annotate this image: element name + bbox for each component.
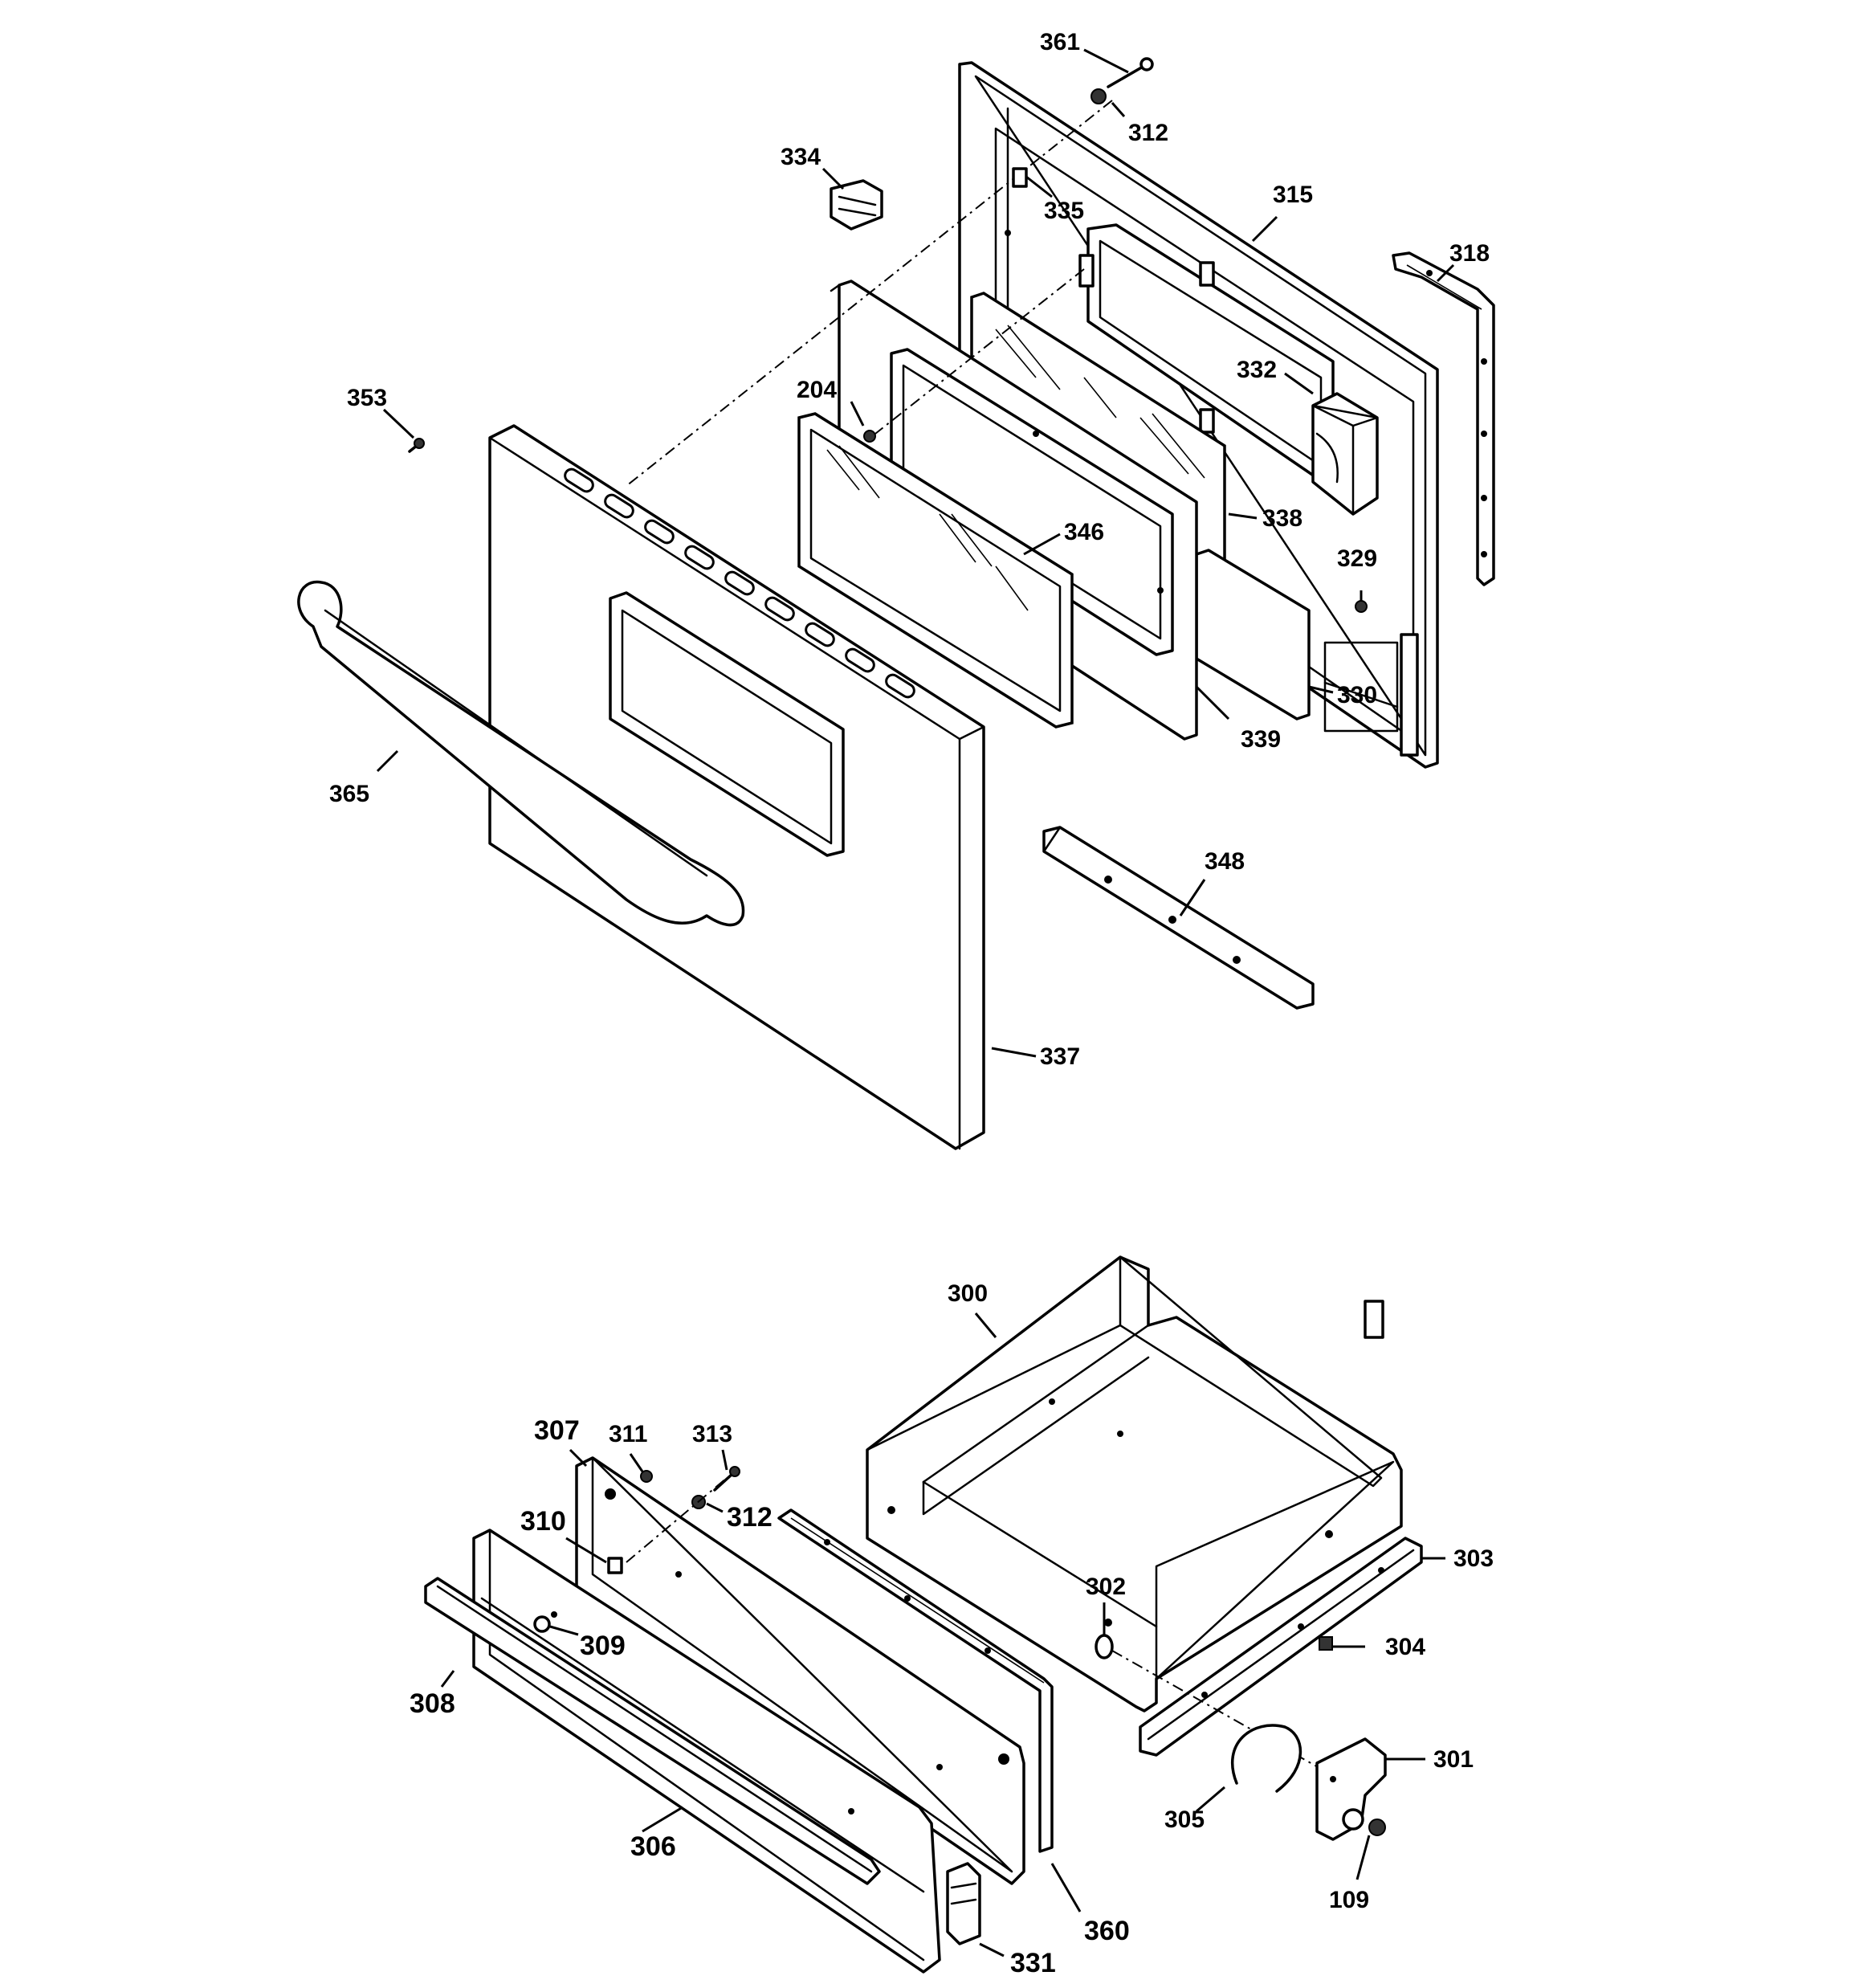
vent-slots <box>564 467 915 699</box>
clip-335 <box>1012 167 1028 188</box>
callout-306: 306 <box>630 1831 676 1862</box>
screw-204 <box>863 430 876 443</box>
callout-313: 313 <box>692 1421 732 1447</box>
callout-302: 302 <box>1086 1574 1126 1600</box>
callout-304: 304 <box>1385 1634 1425 1660</box>
roller-bracket-301 <box>1315 1737 1387 1841</box>
callout-labels: 361 312 334 335 315 318 332 353 204 346 … <box>329 29 1494 1978</box>
callout-338: 338 <box>1262 505 1302 532</box>
callout-312-lower: 312 <box>727 1502 773 1533</box>
callout-360: 360 <box>1084 1916 1130 1946</box>
clip-304 <box>1319 1636 1333 1651</box>
callout-334: 334 <box>781 144 821 170</box>
screw-329 <box>1355 600 1368 613</box>
callout-335: 335 <box>1044 198 1084 224</box>
wire-spring-305 <box>1231 1724 1302 1793</box>
callout-337: 337 <box>1040 1043 1080 1070</box>
door-inner-liner-315 <box>958 61 1439 769</box>
fastener-309 <box>533 1615 551 1633</box>
callout-331: 331 <box>1010 1948 1056 1978</box>
nut-311 <box>640 1470 653 1483</box>
callout-109: 109 <box>1329 1887 1369 1913</box>
callout-329: 329 <box>1337 545 1377 572</box>
drawer-rail-303 <box>1139 1537 1423 1757</box>
callout-303: 303 <box>1453 1545 1494 1572</box>
callout-339: 339 <box>1241 726 1281 753</box>
drawer-front-panel-306 <box>472 1529 941 1974</box>
callout-318: 318 <box>1449 240 1490 267</box>
bracket-334 <box>830 179 883 231</box>
screw-313 <box>713 1466 740 1492</box>
insulation-block-332 <box>1311 392 1379 516</box>
callout-310: 310 <box>520 1506 566 1537</box>
door-outer-panel-337 <box>488 424 985 1150</box>
callout-301: 301 <box>1433 1746 1474 1773</box>
nut-109 <box>1368 1819 1386 1836</box>
callout-361: 361 <box>1040 29 1080 55</box>
hinge-strip-348 <box>1042 826 1315 1010</box>
screw-353 <box>408 438 425 453</box>
outer-glass-346 <box>797 412 1074 729</box>
callout-308: 308 <box>410 1688 455 1719</box>
callout-307: 307 <box>534 1415 580 1446</box>
drawer-trim-308 <box>424 1577 881 1885</box>
drawer-bracket-331 <box>946 1862 981 1945</box>
callout-348: 348 <box>1205 848 1245 875</box>
callout-365: 365 <box>329 781 369 807</box>
drawer-body-300 <box>866 1255 1403 1712</box>
callout-330: 330 <box>1337 682 1377 708</box>
callout-leaders <box>376 48 1455 1957</box>
door-gasket-318 <box>1392 251 1495 586</box>
callout-332: 332 <box>1237 357 1277 383</box>
callout-300: 300 <box>948 1280 988 1307</box>
callout-312: 312 <box>1128 120 1168 146</box>
callout-346: 346 <box>1064 519 1104 545</box>
screw-361 <box>1107 57 1154 88</box>
callout-315: 315 <box>1273 182 1313 208</box>
alignment-line-lower <box>626 1477 728 1563</box>
callout-305: 305 <box>1164 1806 1205 1833</box>
alignment-lines <box>626 100 1113 487</box>
drawer-liner-360 <box>777 1508 1054 1853</box>
callout-309: 309 <box>580 1631 626 1661</box>
door-handle-365 <box>297 580 745 927</box>
callout-353: 353 <box>347 385 387 411</box>
callout-204: 204 <box>797 377 837 403</box>
callout-311: 311 <box>609 1421 647 1447</box>
clip-310 <box>607 1557 623 1574</box>
glass-frame-339 <box>830 280 1198 741</box>
drawer-corner-tab <box>1364 1300 1384 1339</box>
washer-312-top <box>1090 88 1107 104</box>
